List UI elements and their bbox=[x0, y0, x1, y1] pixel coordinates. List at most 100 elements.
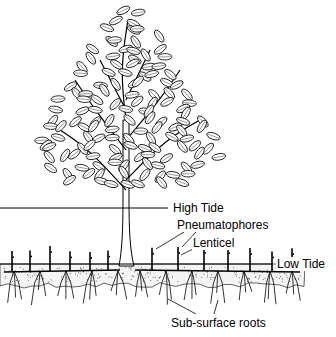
pneumatophore bbox=[249, 248, 251, 271]
mud-stipple bbox=[61, 277, 62, 278]
leaf-vein bbox=[153, 123, 160, 132]
low-tide-line bbox=[0, 264, 272, 265]
mud-stipple bbox=[134, 271, 135, 272]
pneumatophore bbox=[49, 246, 51, 271]
mud-stipple bbox=[106, 273, 107, 274]
mud-stipple bbox=[145, 275, 146, 276]
leaf bbox=[181, 171, 195, 177]
leaf bbox=[77, 95, 92, 103]
leaf-vein bbox=[179, 142, 186, 151]
anchor-root bbox=[65, 271, 66, 299]
mud-stipple bbox=[196, 277, 197, 278]
mud-stipple bbox=[259, 276, 260, 277]
anchor-root bbox=[192, 271, 196, 295]
mud-stipple bbox=[207, 272, 208, 273]
leaf bbox=[42, 150, 56, 165]
mud-stipple bbox=[91, 280, 92, 281]
leaf-vein bbox=[134, 77, 143, 85]
root-system bbox=[4, 246, 300, 305]
mud-stipple bbox=[66, 281, 67, 282]
lenticel-dot bbox=[70, 256, 72, 258]
leaf bbox=[105, 52, 120, 60]
mud-stipple bbox=[212, 277, 213, 278]
mud-stipple bbox=[96, 280, 97, 281]
mud-stipple bbox=[157, 280, 158, 281]
leaf-vein bbox=[132, 12, 144, 14]
mud-stipple bbox=[48, 281, 49, 282]
mud-stipple bbox=[279, 273, 280, 274]
leaf-vein bbox=[45, 152, 53, 161]
leaf-vein bbox=[101, 26, 112, 30]
leaf-vein bbox=[107, 55, 119, 57]
leader-line bbox=[156, 232, 184, 249]
leaf bbox=[105, 134, 119, 141]
leaf-vein bbox=[178, 126, 186, 135]
mud-stipple bbox=[255, 276, 256, 277]
mud-stipple bbox=[211, 267, 212, 268]
leaf-vein bbox=[78, 99, 90, 100]
leaf-vein bbox=[156, 31, 163, 41]
mud-stipple bbox=[105, 274, 106, 275]
mud-stipple bbox=[196, 274, 197, 275]
mud-stipple bbox=[37, 279, 38, 280]
mud-stipple bbox=[239, 281, 240, 282]
mud-stipple bbox=[248, 277, 249, 278]
leaf bbox=[144, 69, 159, 78]
leaf bbox=[122, 113, 137, 127]
tide-label: High Tide bbox=[172, 201, 225, 215]
mud-stipple bbox=[28, 280, 29, 281]
leaf bbox=[87, 119, 101, 134]
anchor-root bbox=[264, 271, 270, 303]
leaf bbox=[130, 26, 144, 32]
leaf bbox=[123, 140, 138, 151]
mud-stipple bbox=[264, 278, 265, 279]
leaf-vein bbox=[132, 37, 139, 47]
leaf bbox=[174, 177, 189, 188]
leaf-vein bbox=[150, 144, 160, 151]
anchor-root bbox=[140, 271, 148, 297]
mud-stipple bbox=[160, 276, 161, 277]
mud-stipple bbox=[210, 277, 211, 278]
leaf bbox=[126, 46, 141, 56]
mud-stipple bbox=[207, 274, 208, 275]
mud-stipple bbox=[144, 278, 145, 279]
mud-stipple bbox=[142, 269, 143, 270]
mud-stipple bbox=[300, 275, 301, 276]
mud-stipple bbox=[80, 273, 81, 274]
lenticel-dot bbox=[152, 253, 154, 255]
mud-stipple bbox=[97, 278, 98, 279]
leaf-vein bbox=[103, 70, 114, 75]
leaf bbox=[206, 131, 221, 142]
mud-stipple bbox=[119, 268, 120, 269]
leaf-vein bbox=[106, 137, 118, 139]
part-label: Pneumatophores bbox=[176, 218, 269, 232]
anchor-root bbox=[58, 271, 66, 296]
leaf bbox=[134, 128, 148, 134]
leaf bbox=[138, 167, 152, 182]
mud-stipple bbox=[30, 277, 31, 278]
leaf-vein bbox=[158, 178, 166, 187]
leaf-vein bbox=[80, 93, 92, 94]
leaf-vein bbox=[87, 155, 99, 157]
anchor-root bbox=[116, 271, 118, 295]
anchor-root bbox=[92, 271, 96, 296]
mud-stipple bbox=[16, 280, 17, 281]
mud-stipple bbox=[150, 280, 151, 281]
leaf-vein bbox=[84, 170, 94, 177]
mud-stipple bbox=[251, 281, 252, 282]
mud-stipple bbox=[123, 272, 124, 273]
mud-stipple bbox=[131, 267, 132, 268]
leaf-vein bbox=[142, 50, 148, 60]
anchor-root bbox=[83, 271, 92, 303]
mud-stipple bbox=[98, 274, 99, 275]
leaf-vein bbox=[147, 113, 154, 123]
leaf bbox=[108, 159, 122, 166]
lenticel-dot bbox=[228, 252, 230, 254]
anchor-root bbox=[166, 271, 172, 300]
anchor-root bbox=[286, 271, 292, 293]
anchor-root bbox=[211, 271, 218, 304]
leaf-vein bbox=[85, 141, 94, 149]
mud-stipple bbox=[75, 273, 76, 274]
leaf bbox=[143, 110, 156, 125]
mud-stipple bbox=[109, 277, 110, 278]
